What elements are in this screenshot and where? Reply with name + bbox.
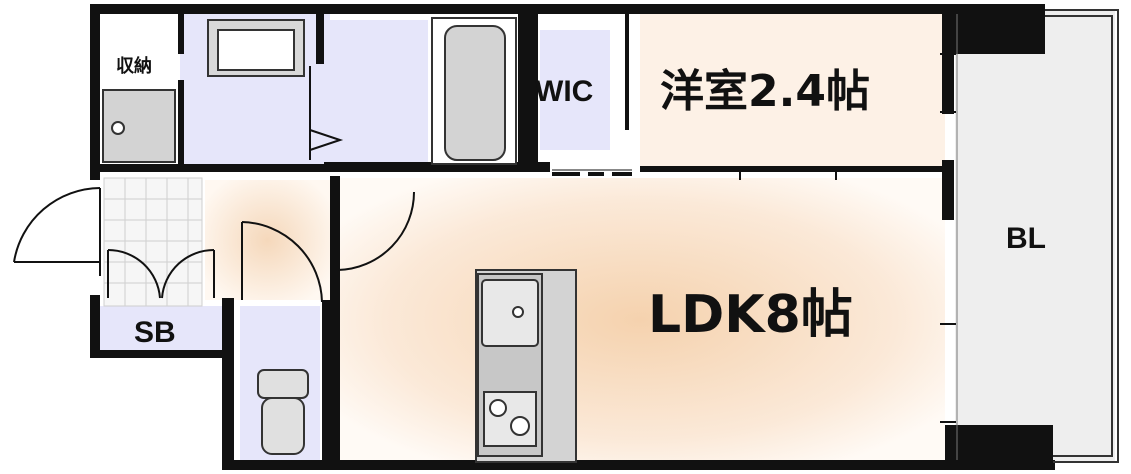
bottom-wall [222, 460, 1055, 470]
toilet-right-wall [322, 300, 340, 465]
left-lower-wall [90, 295, 100, 357]
storage-divider [178, 14, 184, 54]
wic-label: WIC [535, 75, 593, 108]
entrance-tiles [103, 177, 203, 307]
room-labels: 収納 WIC 洋室2.4帖 LDK8帖 SB BL [116, 55, 1046, 349]
partition-marks [739, 53, 956, 423]
wic-right-wall-top [625, 10, 629, 130]
bath-wall-left [316, 14, 324, 64]
shoe-box-label: SB [134, 316, 176, 349]
storage-label: 収納 [116, 55, 152, 77]
toilet-bowl [261, 397, 305, 455]
ldk-door [337, 191, 415, 271]
right-upper-column [945, 4, 1045, 54]
western-room-floor [640, 14, 945, 166]
shoe-box-doors [107, 248, 215, 299]
western-room-label: 洋室2.4帖 [660, 66, 870, 117]
hall-floor [205, 180, 330, 300]
bath-wall-right [518, 14, 528, 166]
fixtures [102, 17, 577, 463]
washroom-bottom-wall [100, 164, 330, 172]
balcony-label: BL [1006, 222, 1046, 255]
ldk-label: LDK8帖 [648, 285, 853, 345]
toilet-left-wall [222, 298, 234, 468]
ldk-floor [335, 178, 945, 462]
ldk-top-wall [640, 166, 945, 172]
shoe-box-bottom-wall [90, 350, 230, 358]
cooktop [483, 391, 537, 447]
toilet-door [241, 221, 323, 303]
balcony-outline [956, 9, 1119, 463]
floors [100, 10, 1115, 462]
shoe-box-floor [100, 306, 222, 352]
doors [13, 53, 956, 423]
wic-left-wall [528, 14, 538, 166]
bath-bottom-wall [324, 162, 550, 172]
kitchen-sink [481, 279, 539, 347]
right-lower-column [945, 425, 1053, 470]
washroom-door [309, 66, 344, 160]
balcony-floor [955, 10, 1115, 462]
storage-right-wall [178, 80, 184, 166]
left-upper-wall [90, 4, 100, 180]
toilet-tank [257, 369, 309, 399]
top-wall [90, 4, 950, 14]
right-mid-mullion [942, 160, 954, 220]
right-upper-mullion [942, 4, 954, 114]
wic-tint [540, 30, 610, 150]
entrance-door [13, 187, 101, 276]
bath-area-tint [318, 20, 428, 165]
western-room-door [552, 169, 632, 176]
walls [90, 4, 1055, 470]
